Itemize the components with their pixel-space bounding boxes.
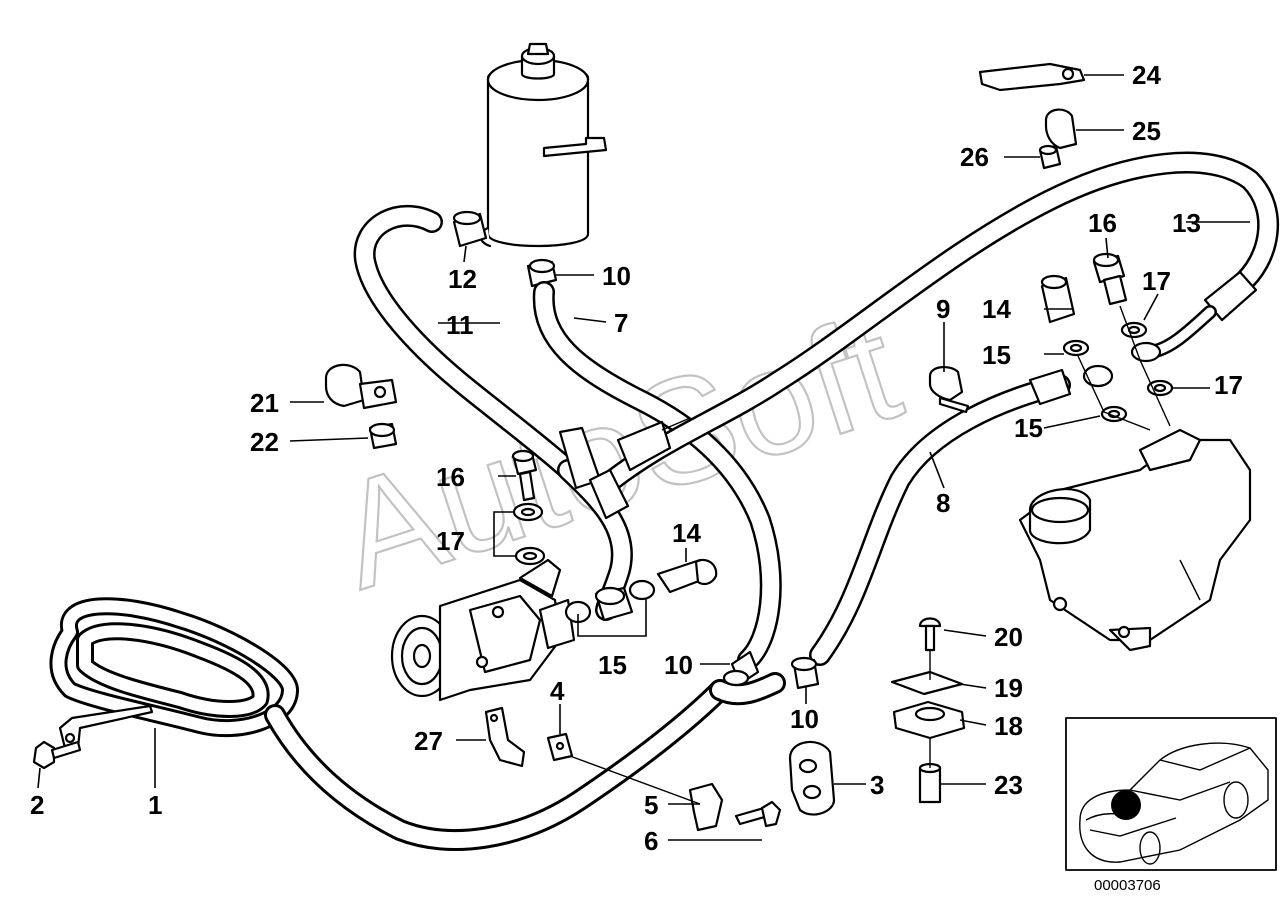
sleeve-12 (452, 210, 488, 248)
callout-labels: 1 2 3 4 5 6 7 8 9 10 10 10 11 12 13 14 1… (30, 60, 1243, 856)
feed-hose-7 (532, 281, 782, 671)
callout-14-right: 14 (982, 294, 1011, 324)
clip-25 (1044, 108, 1078, 150)
hose-8 (809, 364, 1114, 666)
callout-10-bottom: 10 (790, 704, 819, 734)
reservoir (479, 42, 608, 248)
callout-15-right-bottom: 15 (1014, 413, 1043, 443)
callout-3: 3 (870, 770, 884, 800)
power-steering-pump (390, 558, 576, 702)
callout-23: 23 (994, 770, 1023, 800)
callout-6: 6 (644, 826, 658, 856)
oil-cooler-loop (49, 597, 786, 851)
grommet-3 (788, 740, 836, 816)
banjo-bolt-16-right (1092, 252, 1128, 306)
callout-19: 19 (994, 673, 1023, 703)
bracket-27 (484, 706, 526, 768)
callout-7: 7 (614, 308, 628, 338)
fitting-14-left (564, 558, 718, 624)
callout-17-left: 17 (436, 526, 465, 556)
steering-gear-box (1018, 428, 1252, 652)
callout-12: 12 (448, 264, 477, 294)
callout-10-left: 10 (664, 650, 693, 680)
callout-5: 5 (644, 790, 658, 820)
reference-number: 00003706 (1094, 877, 1161, 894)
callout-16-right: 16 (1088, 208, 1117, 238)
hose-clamps-10-bottom (722, 650, 820, 690)
leader-lines (37, 74, 1250, 841)
clip-21 (324, 363, 398, 410)
callout-18: 18 (994, 711, 1023, 741)
callout-20: 20 (994, 622, 1023, 652)
callout-10-top: 10 (602, 261, 631, 291)
holder-18 (892, 700, 966, 740)
callout-22: 22 (250, 427, 279, 457)
callout-2: 2 (30, 790, 44, 820)
sleeve-23 (918, 762, 942, 804)
callout-17-right-bottom: 17 (1214, 370, 1243, 400)
callout-21: 21 (250, 388, 279, 418)
return-hose-11 (353, 204, 601, 501)
callout-9: 9 (936, 294, 950, 324)
clip-5 (688, 782, 724, 832)
vehicle-locator-inset (1065, 717, 1277, 871)
washers-right (1062, 321, 1174, 423)
callout-15-pump: 15 (598, 650, 627, 680)
bolt-2 (32, 740, 82, 770)
fitting-14-right (1040, 274, 1076, 324)
bolt-6 (734, 800, 782, 828)
nut-4 (546, 732, 574, 762)
banjo-bolt-16-left (511, 449, 546, 566)
screw-20 (918, 617, 942, 652)
pressure-hose-13 (589, 151, 1280, 501)
callout-25: 25 (1132, 116, 1161, 146)
nut-22 (368, 422, 398, 450)
callout-17-right-top: 17 (1142, 266, 1171, 296)
callout-15-right-top: 15 (982, 340, 1011, 370)
location-marker (1111, 790, 1141, 820)
callout-26: 26 (960, 142, 989, 172)
clip-19 (890, 670, 964, 696)
callout-27: 27 (414, 726, 443, 756)
callout-14-left: 14 (672, 518, 701, 548)
nut-26 (1038, 144, 1062, 170)
callout-13: 13 (1172, 208, 1201, 238)
callout-16-left: 16 (436, 462, 465, 492)
callout-8: 8 (936, 488, 950, 518)
hose-clamp-top (526, 258, 558, 288)
bracket-24 (978, 62, 1086, 92)
callout-1: 1 (148, 790, 162, 820)
callout-4: 4 (550, 676, 565, 706)
callout-24: 24 (1132, 60, 1161, 90)
callout-11: 11 (446, 310, 474, 340)
clip-9 (928, 366, 970, 414)
